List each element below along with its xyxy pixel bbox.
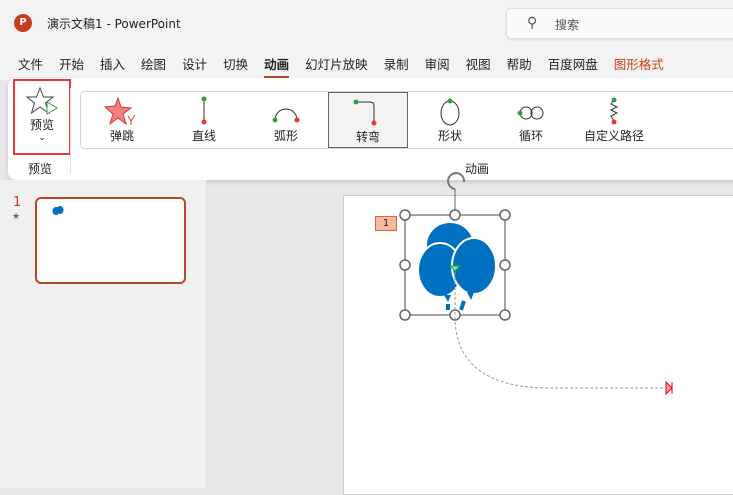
turn-label: 转弯 [355,130,380,144]
line-path-icon [201,96,207,125]
tab-insert[interactable]: 插入 [100,57,126,72]
animation-order-tag[interactable]: 1 [375,216,397,231]
tab-draw[interactable]: 绘图 [141,57,167,72]
tab-design[interactable]: 设计 [182,57,208,72]
balloon-thumb-icon [52,206,64,215]
bounce-icon [103,96,136,126]
tab-baidu[interactable]: 百度网盘 [547,57,598,72]
gallery-item-loop[interactable]: 循环 [491,92,571,148]
gallery-item-line[interactable]: 直线 [164,92,244,148]
tab-record[interactable]: 录制 [383,57,409,72]
arc-path-icon [272,108,300,123]
slide-thumbnail[interactable] [35,197,186,284]
animation-star-icon: ★ [12,212,21,222]
search-input[interactable]: ⚲ 搜索 [506,8,733,39]
loop-label: 循环 [518,129,543,143]
search-icon: ⚲ [527,15,538,31]
balloons-icon [417,223,497,311]
gallery-item-bounce[interactable]: 弹跳 [82,92,162,148]
animation-gallery [80,91,733,149]
preview-button[interactable]: 预览 ⌄ [13,79,71,155]
tab-file[interactable]: 文件 [18,57,44,72]
preview-group-label: 预览 [28,162,53,176]
loop-path-icon [517,106,544,120]
chevron-down-icon: ⌄ [38,133,46,143]
gallery-item-arc[interactable]: 弧形 [246,92,326,148]
tab-shape-format[interactable]: 图形格式 [613,57,664,72]
tab-view[interactable]: 视图 [465,57,491,72]
group-divider [70,88,71,174]
gallery-item-shape[interactable]: 形状 [410,92,490,148]
tab-transitions[interactable]: 切换 [223,57,249,72]
resize-handles[interactable] [399,209,511,321]
path-start-marker-icon [448,265,462,272]
tab-animations[interactable]: 动画 [256,54,297,78]
line-label: 直线 [191,129,216,143]
tab-help[interactable]: 帮助 [506,57,532,72]
selected-balloon-shape[interactable] [340,170,733,488]
preview-label: 预览 [29,118,54,132]
bounce-label: 弹跳 [109,129,134,143]
tab-review[interactable]: 审阅 [424,57,450,72]
animation-group-label: 动画 [465,162,490,176]
slide-canvas[interactable] [343,195,733,495]
window-title: 演示文稿1 - PowerPoint [47,17,181,31]
custom-path-label: 自定义路径 [583,129,644,143]
turn-path-icon [353,99,377,126]
motion-path[interactable] [454,267,668,389]
tab-slideshow[interactable]: 幻灯片放映 [305,57,368,72]
gallery-item-turn[interactable]: 转弯 [328,92,408,148]
gallery-item-custom-path[interactable]: 自定义路径 [574,92,654,148]
shape-label: 形状 [437,129,462,143]
powerpoint-logo-icon: P [14,14,32,32]
star-preview-icon [25,86,58,115]
search-placeholder: 搜索 [555,18,580,32]
shape-path-icon [440,98,460,126]
ribbon-tabs: 文件 开始 插入 绘图 设计 切换 动画 幻灯片放映 录制 审阅 视图 帮助 百… [10,54,672,78]
tab-home[interactable]: 开始 [59,57,85,72]
arc-label: 弧形 [273,129,298,143]
path-end-marker-icon[interactable] [665,380,673,396]
custom-path-icon [609,97,619,125]
rotate-handle-icon[interactable] [447,172,466,190]
slide-number: 1 [13,195,22,210]
